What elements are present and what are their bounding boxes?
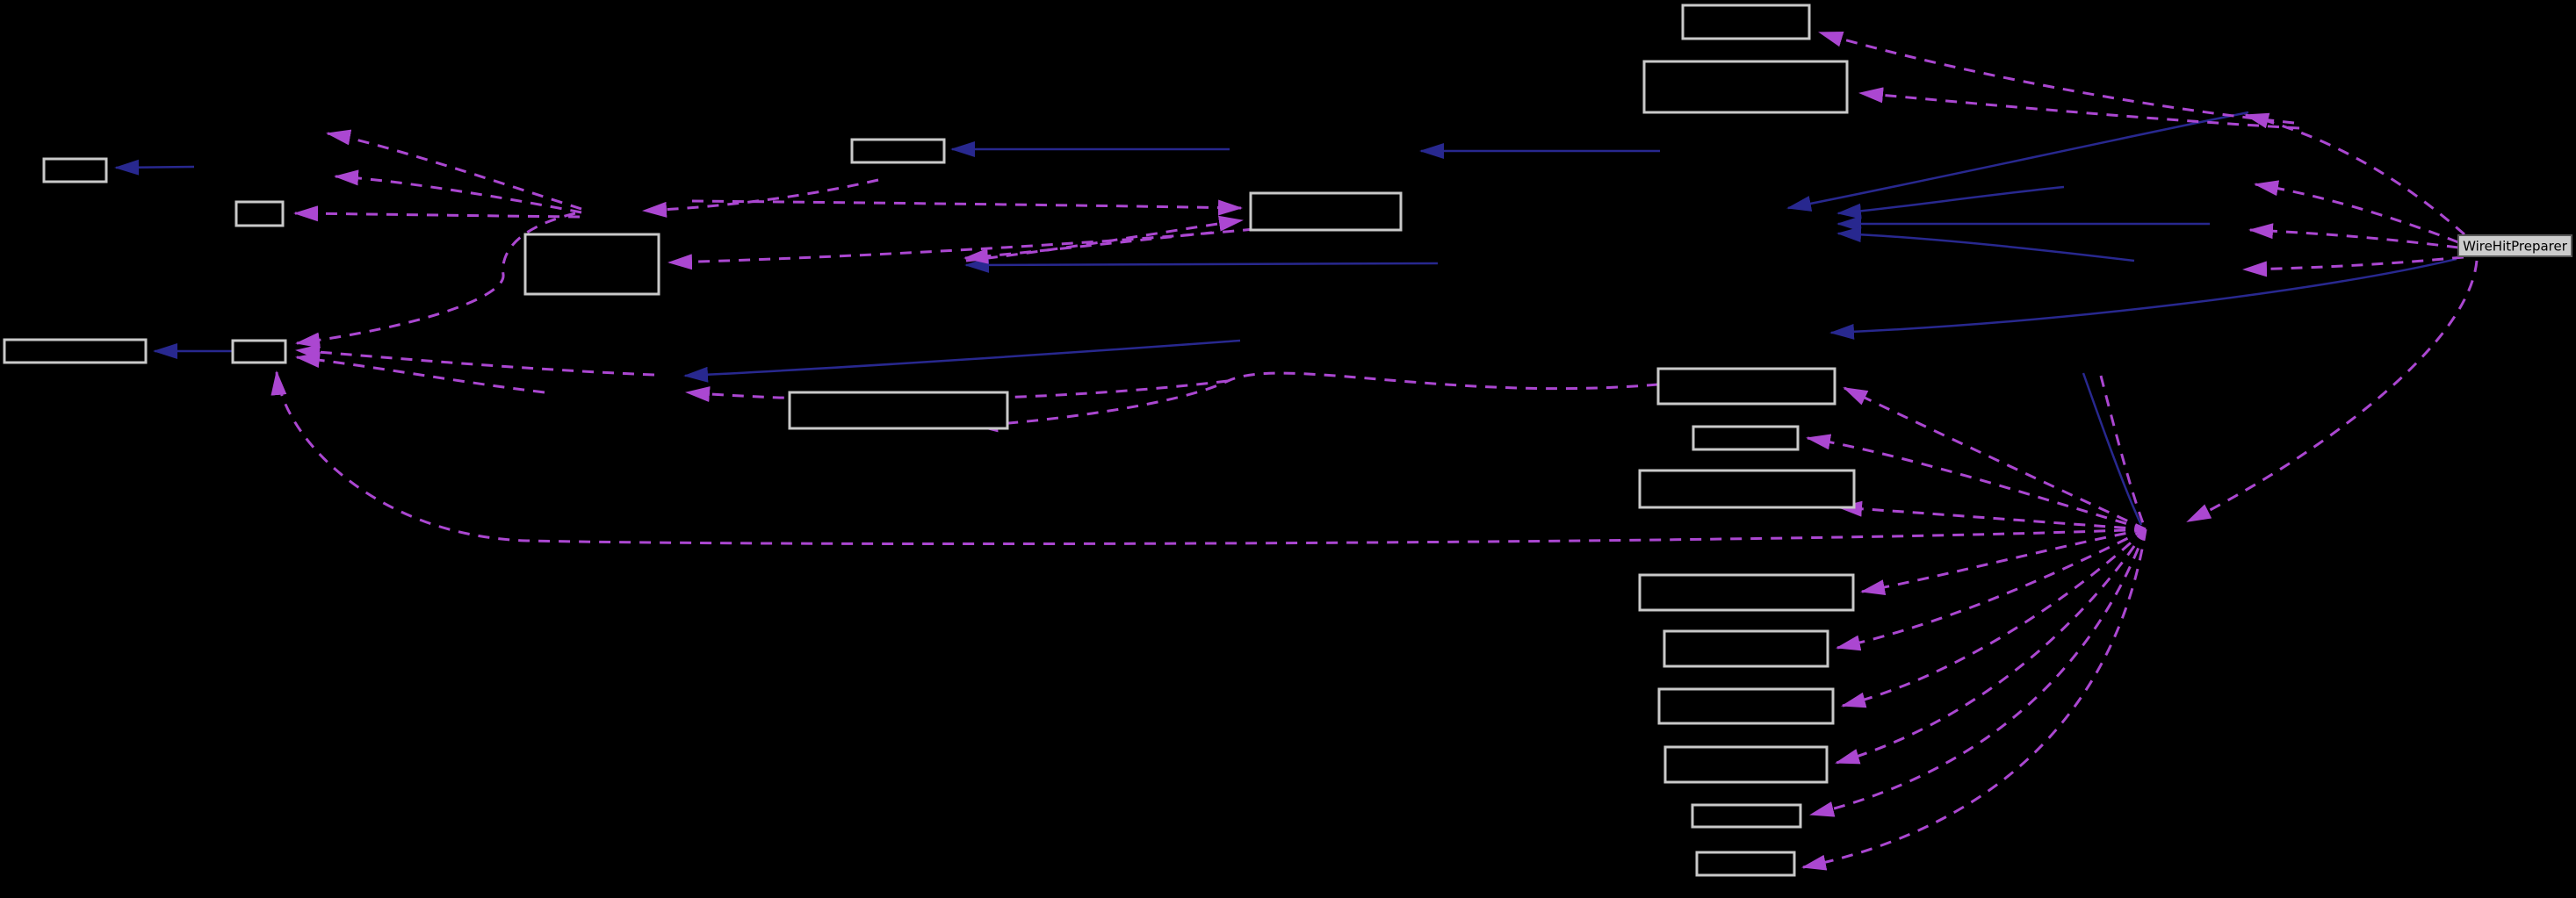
graph-node[interactable] <box>788 391 1009 430</box>
usage-edge <box>1843 386 2147 531</box>
inheritance-edge <box>1829 257 2457 340</box>
graph-node[interactable] <box>1642 60 1849 114</box>
usage-edge <box>1809 528 2147 817</box>
current-node-box[interactable] <box>2457 234 2572 257</box>
graph-node[interactable] <box>523 233 660 296</box>
graph-node[interactable] <box>1657 687 1835 725</box>
usage-edge <box>1837 500 2147 531</box>
usage-edge <box>965 215 1244 262</box>
graph-node[interactable] <box>850 138 946 164</box>
usage-edge <box>334 169 582 214</box>
graph-node[interactable] <box>1249 191 1403 232</box>
inheritance-edge <box>114 159 195 176</box>
usage-edge <box>667 227 1255 270</box>
usage-edge <box>2248 223 2459 249</box>
graph-node[interactable] <box>1656 367 1836 406</box>
usage-edge <box>293 205 581 222</box>
current-node-label: WireHitPreparer <box>2463 238 2568 254</box>
usage-edge <box>2099 375 2145 524</box>
graph-node[interactable] <box>1663 745 1829 784</box>
usage-edge <box>1835 528 2147 765</box>
usage-edge <box>2242 255 2464 277</box>
usage-edge <box>2186 260 2479 523</box>
usage-edge <box>1806 434 2147 531</box>
usage-edge <box>2244 112 2465 236</box>
graph-node[interactable] <box>1695 851 1796 877</box>
usage-edge <box>973 371 1659 433</box>
graph-node[interactable] <box>231 339 287 364</box>
inheritance-edge <box>964 256 1439 273</box>
usage-edge <box>691 199 1243 216</box>
usage-edge <box>642 178 879 218</box>
graph-node[interactable] <box>1691 803 1802 829</box>
usage-edge <box>1841 528 2147 708</box>
usage-edge <box>295 344 655 377</box>
usage-edge <box>1858 87 2300 130</box>
current-node-wirehitpreparer[interactable]: WireHitPreparer <box>2457 234 2572 257</box>
edge-layer <box>114 31 2479 871</box>
usage-edge <box>963 231 1213 264</box>
usage-edge <box>2254 180 2459 244</box>
inheritance-edge <box>683 339 1241 383</box>
usage-edge <box>1836 528 2147 651</box>
inheritance-edge <box>1786 111 2249 212</box>
graph-node[interactable] <box>1663 629 1829 668</box>
graph-node[interactable] <box>235 200 285 227</box>
usage-edge <box>326 129 582 211</box>
usage-edge <box>295 212 576 348</box>
node-layer <box>3 4 1856 877</box>
graph-node[interactable] <box>1638 469 1856 509</box>
graph-node[interactable] <box>1692 425 1800 451</box>
graph-node[interactable] <box>42 157 108 183</box>
usage-edge <box>1860 528 2147 595</box>
graph-node[interactable] <box>1681 4 1811 40</box>
inheritance-edge <box>1836 185 2065 219</box>
inheritance-edge <box>1836 226 2135 262</box>
graph-node[interactable] <box>3 338 148 364</box>
usage-edge <box>295 352 545 394</box>
graph-node[interactable] <box>1638 573 1855 612</box>
inheritance-edge <box>2082 372 2143 526</box>
